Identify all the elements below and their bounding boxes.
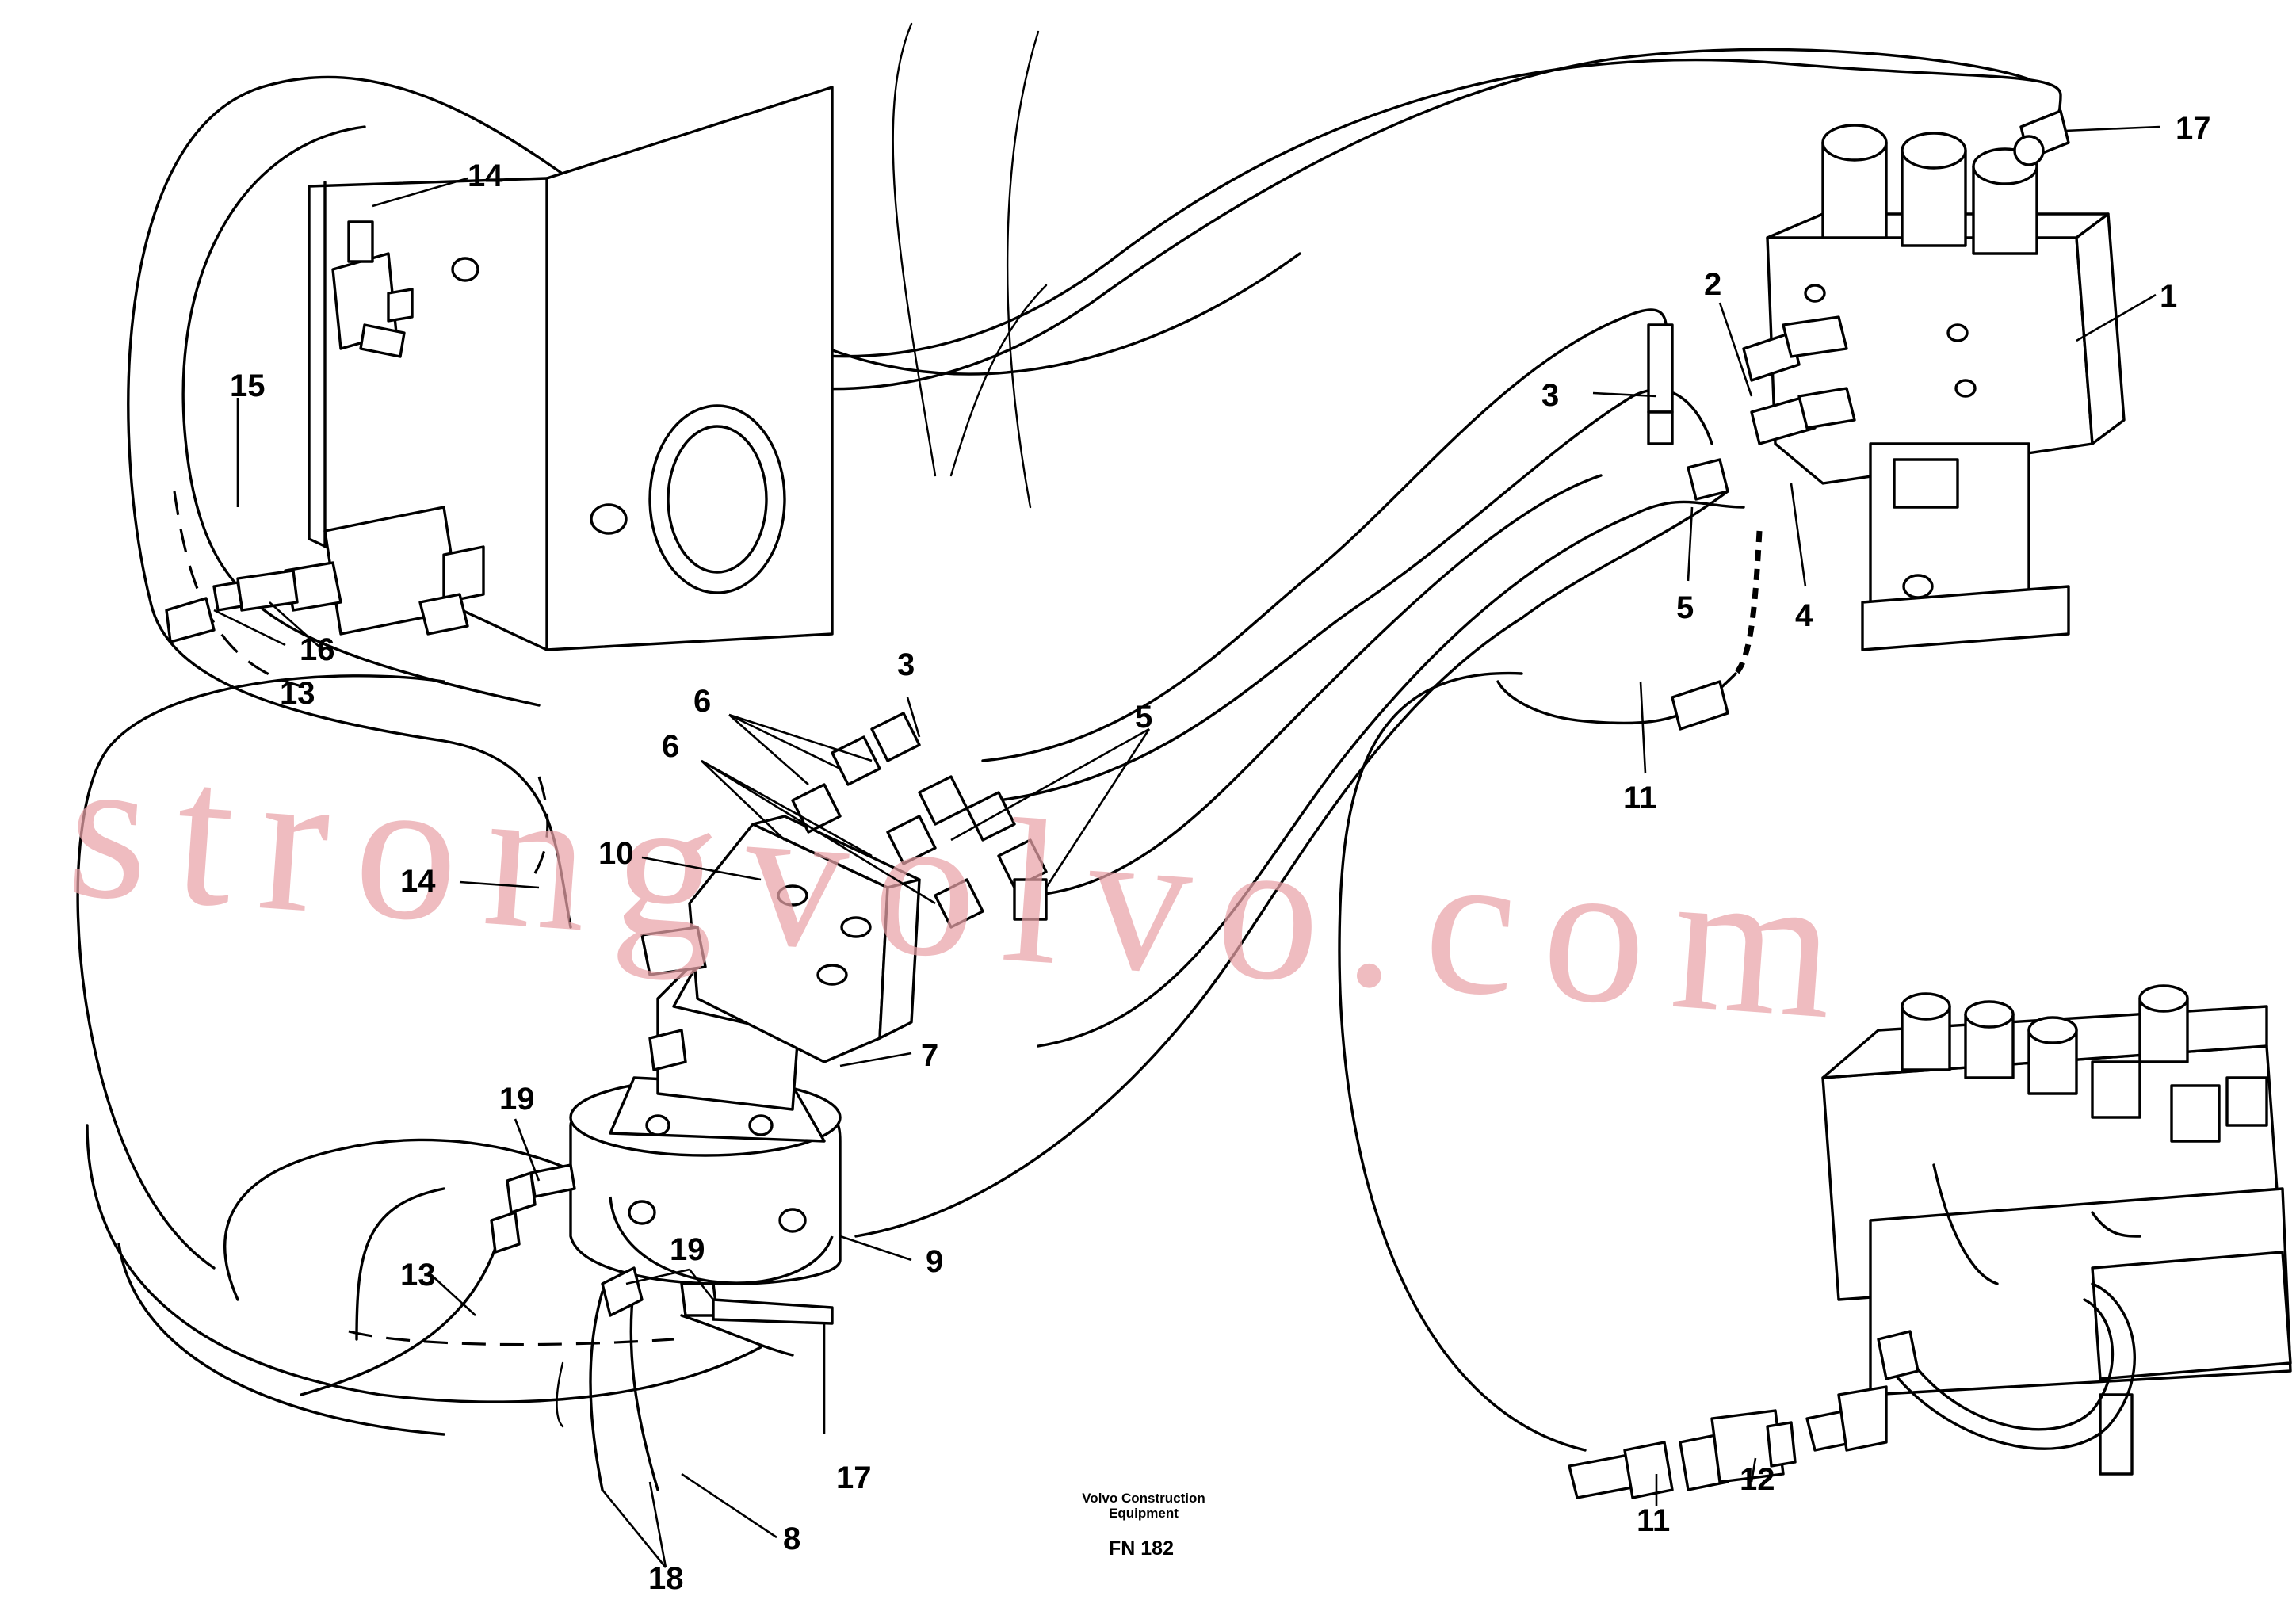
callout-19-right: 19	[670, 1232, 705, 1267]
callout-17-top: 17	[2176, 111, 2211, 146]
callout-16: 16	[300, 632, 335, 667]
callout-3-swivel: 3	[897, 647, 915, 682]
callout-5-valve: 5	[1676, 590, 1694, 625]
callout-18: 18	[648, 1561, 684, 1596]
callout-11-upper: 11	[1623, 781, 1656, 815]
callout-11-lower: 11	[1637, 1503, 1670, 1538]
hose-routing	[76, 22, 2062, 1491]
callout-17-bottom: 17	[836, 1461, 872, 1495]
upper-right-valve	[1647, 109, 2126, 731]
callout-5-swivel: 5	[1135, 700, 1152, 735]
callout-4: 4	[1795, 598, 1813, 633]
part-callouts: 1 2 3 4 5 17 3 5 6 6 10 14 7 9 17 8 19 1…	[230, 111, 2211, 1596]
callout-3-valve: 3	[1541, 378, 1559, 413]
figure-caption: Volvo Construction Equipment FN 182	[1082, 1491, 1205, 1560]
lower-right-control-valve	[1568, 984, 2292, 1499]
callout-2: 2	[1704, 267, 1721, 302]
leader-lines	[213, 125, 2160, 1568]
callout-6-upper: 6	[693, 684, 711, 719]
caption-equipment: Equipment	[1109, 1506, 1179, 1521]
watermark-text: strongvolvo.com	[62, 711, 1868, 1063]
callout-1: 1	[2160, 279, 2177, 314]
callout-7: 7	[921, 1038, 938, 1073]
callout-9: 9	[926, 1244, 943, 1279]
callout-12: 12	[1740, 1462, 1775, 1497]
engine-block	[165, 86, 834, 651]
caption-company: Volvo Construction	[1082, 1491, 1205, 1506]
callout-13-upper: 13	[280, 676, 315, 711]
callout-15: 15	[230, 368, 266, 403]
callout-13-lower: 13	[400, 1258, 436, 1293]
callout-6-lower: 6	[662, 729, 679, 764]
callout-19-left: 19	[499, 1082, 535, 1117]
callout-8: 8	[783, 1522, 800, 1556]
callout-14-upper: 14	[468, 158, 503, 193]
callout-14-lower: 14	[400, 864, 436, 899]
callout-10: 10	[598, 836, 634, 871]
swivel-assembly	[490, 712, 1048, 1325]
caption-figure-code: FN 182	[1109, 1537, 1174, 1560]
